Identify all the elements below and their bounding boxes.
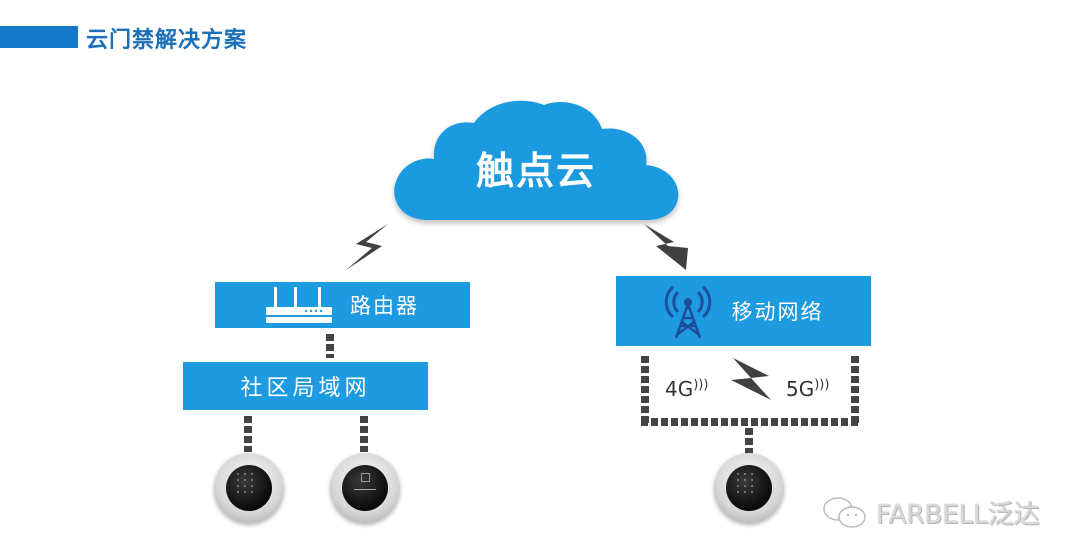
connector-router-lan — [326, 334, 334, 358]
signal-waves-icon: ))) — [693, 377, 709, 393]
watermark: FARBELL泛达 — [822, 494, 1040, 531]
card-reader-device-icon — [330, 453, 400, 523]
watermark-text: FARBELL泛达 — [876, 500, 1040, 530]
title-accent-bar — [0, 26, 78, 48]
cloud-label: 触点云 — [475, 149, 596, 193]
wireless-link-icon-left — [346, 224, 388, 270]
signal-waves-icon: ))) — [814, 377, 830, 393]
router-icon — [266, 287, 332, 323]
lan-node: 社区局域网 — [183, 362, 428, 410]
wechat-icon — [823, 496, 866, 528]
network-4g-text: 4G — [665, 377, 694, 401]
network-5g-text: 5G — [786, 377, 815, 401]
connector-lan-device-2 — [360, 416, 368, 452]
mobile-network-label: 移动网络 — [731, 300, 824, 324]
network-5g-label: 5G))) — [786, 377, 829, 401]
router-node: 路由器 — [215, 282, 470, 328]
mobile-network-node: 移动网络 — [616, 276, 871, 346]
wireless-link-icon-mobile — [731, 358, 771, 400]
keypad-device-icon — [214, 453, 284, 523]
router-label: 路由器 — [350, 294, 419, 318]
connector-mobile-device — [745, 428, 753, 454]
page-title: 云门禁解决方案 — [86, 28, 248, 53]
connector-lan-device-1 — [244, 416, 252, 452]
cloud-shape — [394, 100, 679, 220]
wireless-link-icon-right — [644, 224, 688, 270]
connector-bracket-right — [851, 356, 859, 424]
keypad-device-icon — [714, 453, 784, 523]
lan-label: 社区局域网 — [240, 376, 371, 401]
cell-tower-icon — [664, 285, 711, 339]
network-4g-label: 4G))) — [665, 377, 708, 401]
connector-bracket-bottom — [641, 418, 859, 426]
connector-bracket-left — [641, 356, 649, 424]
